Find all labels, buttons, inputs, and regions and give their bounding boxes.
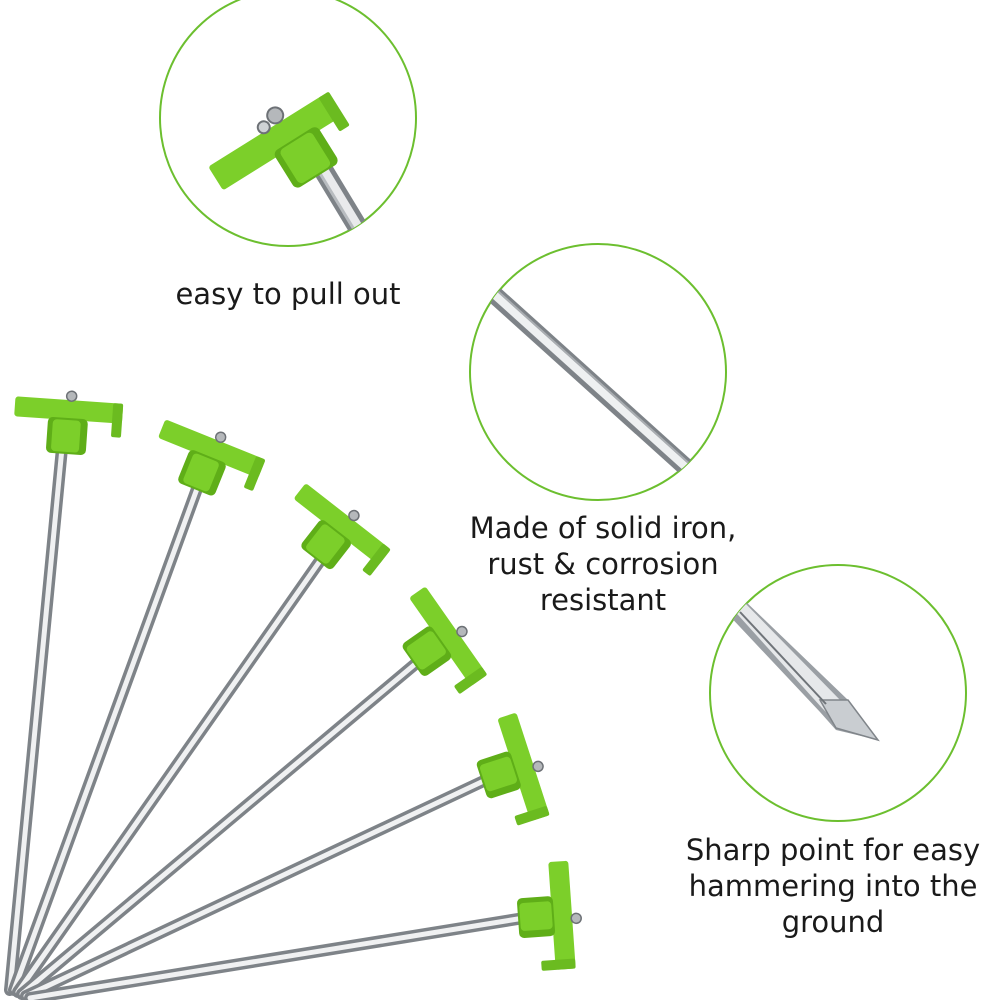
stake-head-closeup [209,92,350,190]
stake-head-4 [402,587,487,694]
caption-line: Made of solid iron, [469,511,737,545]
stake-head-1 [14,390,124,455]
detail-circle-tip [709,564,967,822]
stake-head-2 [158,420,265,496]
caption-solid-iron: Made of solid iron, rust & corrosion res… [438,510,768,618]
caption-line: ground [781,905,885,939]
stake-head-5 [476,713,550,826]
caption-line: easy to pull out [175,277,401,311]
detail-circle-shaft [469,243,727,501]
caption-sharp-point: Sharp point for easy hammering into the … [668,832,990,940]
detail-circle-head [159,0,417,247]
stake-head-3 [294,484,391,576]
caption-line: rust & corrosion [487,547,719,581]
stake-head-6 [517,860,582,971]
stake-fan [4,390,582,1000]
caption-easy-pull-out: easy to pull out [148,276,428,312]
caption-line: resistant [539,583,667,617]
caption-line: Sharp point for easy [685,833,981,867]
caption-line: hammering into the [688,869,978,903]
